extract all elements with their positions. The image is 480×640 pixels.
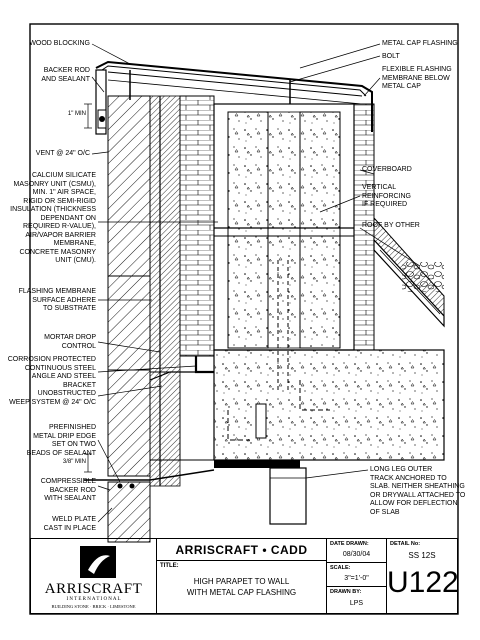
steel-angle (149, 356, 215, 461)
label-vent: VENT @ 24" O/C (35, 150, 90, 157)
drawn-key: DRAWN BY: (330, 589, 362, 595)
label-csmu: CALCIUM SILICATE MASONRY UNIT (CSMU), MI… (10, 172, 96, 264)
label-corrosion-steel: CORROSION PROTECTED CONTINUOUS STEEL ANG… (7, 356, 96, 389)
label-weld-plate: WELD PLATE CAST IN PLACE (43, 516, 96, 532)
date-key: DATE DRAWN: (330, 541, 369, 547)
cmu-backup (179, 95, 215, 357)
parapet-concrete (213, 103, 355, 390)
title-line-2: WITH METAL CAP FLASHING (186, 588, 297, 597)
drip-edge (84, 460, 307, 525)
header-cell: ARRISCRAFT • CADD (157, 539, 327, 561)
leader-lines (91, 43, 421, 523)
label-vertical-reinforcing: VERTICAL REINFORCING IF REQUIRED (362, 184, 411, 208)
logo-tagline: BUILDING STONE · BRICK · LIMESTONE (51, 604, 136, 609)
title-cell: TITLE: HIGH PARAPET TO WALL WITH METAL C… (157, 561, 327, 613)
date-cell: DATE DRAWN: 08/30/04 (327, 539, 387, 563)
label-bolt: BOLT (382, 53, 400, 60)
scale-key: SCALE: (330, 565, 351, 571)
roof-assembly (373, 216, 445, 328)
logo-cell: ARRISCRAFT I N T E R N A T I O N A L BUI… (31, 539, 157, 613)
insulation (149, 95, 181, 487)
header-text: ARRISCRAFT • CADD (175, 543, 308, 557)
scale-val: 3"=1'-0" (344, 575, 369, 582)
detail-val: SS 12S (408, 551, 436, 560)
dimension-marks (84, 103, 92, 473)
date-val: 08/30/04 (342, 551, 371, 558)
label-coverboard: COVERBOARD (362, 166, 412, 173)
scale-cell: SCALE: 3"=1'-0" (327, 563, 387, 587)
label-min-dim-2: 3/8" MIN (62, 459, 86, 465)
label-metal-cap-flashing: METAL CAP FLASHING (382, 40, 458, 47)
detail-key: DETAIL No: (390, 541, 421, 547)
detail-code: U122 (387, 566, 457, 599)
label-flexible-flashing: FLEXIBLE FLASHING MEMBRANE BELOW METAL C… (382, 66, 452, 90)
label-drip-edge: PREFINISHED METAL DRIP EDGE SET ON TWO B… (26, 424, 96, 457)
drawn-val: LPS (349, 600, 364, 607)
title-line-1: HIGH PARAPET TO WALL (193, 577, 290, 586)
label-min-dim: 1" MIN (67, 111, 86, 117)
title-block: ARRISCRAFT I N T E R N A T I O N A L BUI… (30, 538, 458, 614)
label-mortar-drop: MORTAR DROP CONTROL (44, 334, 96, 350)
detail-cell: DETAIL No: SS 12S U122 (387, 539, 457, 613)
label-flashing-membrane: FLASHING MEMBRANE SURFACE ADHERE TO SUBS… (18, 288, 96, 312)
label-backer-rod: BACKER ROD AND SEALANT (41, 67, 90, 83)
drawn-cell: DRAWN BY: LPS (327, 587, 387, 613)
label-long-leg-track: LONG LEG OUTER TRACK ANCHORED TO SLAB. N… (370, 466, 466, 516)
logo-name: ARRISCRAFT (44, 581, 143, 597)
label-roof-by-other: ROOF BY OTHER (362, 222, 420, 229)
logo-sub: I N T E R N A T I O N A L (66, 597, 121, 602)
label-compressible-rod: COMPRESSIBLE BACKER ROD WITH SEALANT (40, 478, 96, 502)
metal-cap (95, 60, 373, 135)
floor-slab (213, 349, 445, 461)
csmu-veneer (107, 95, 151, 543)
arriscraft-logo-mark (80, 546, 116, 578)
title-key: TITLE: (160, 563, 179, 569)
label-wood-blocking: WOOD BLOCKING (29, 40, 90, 47)
label-weep-system: UNOBSTRUCTED WEEP SYSTEM @ 24" O/C (9, 390, 96, 406)
